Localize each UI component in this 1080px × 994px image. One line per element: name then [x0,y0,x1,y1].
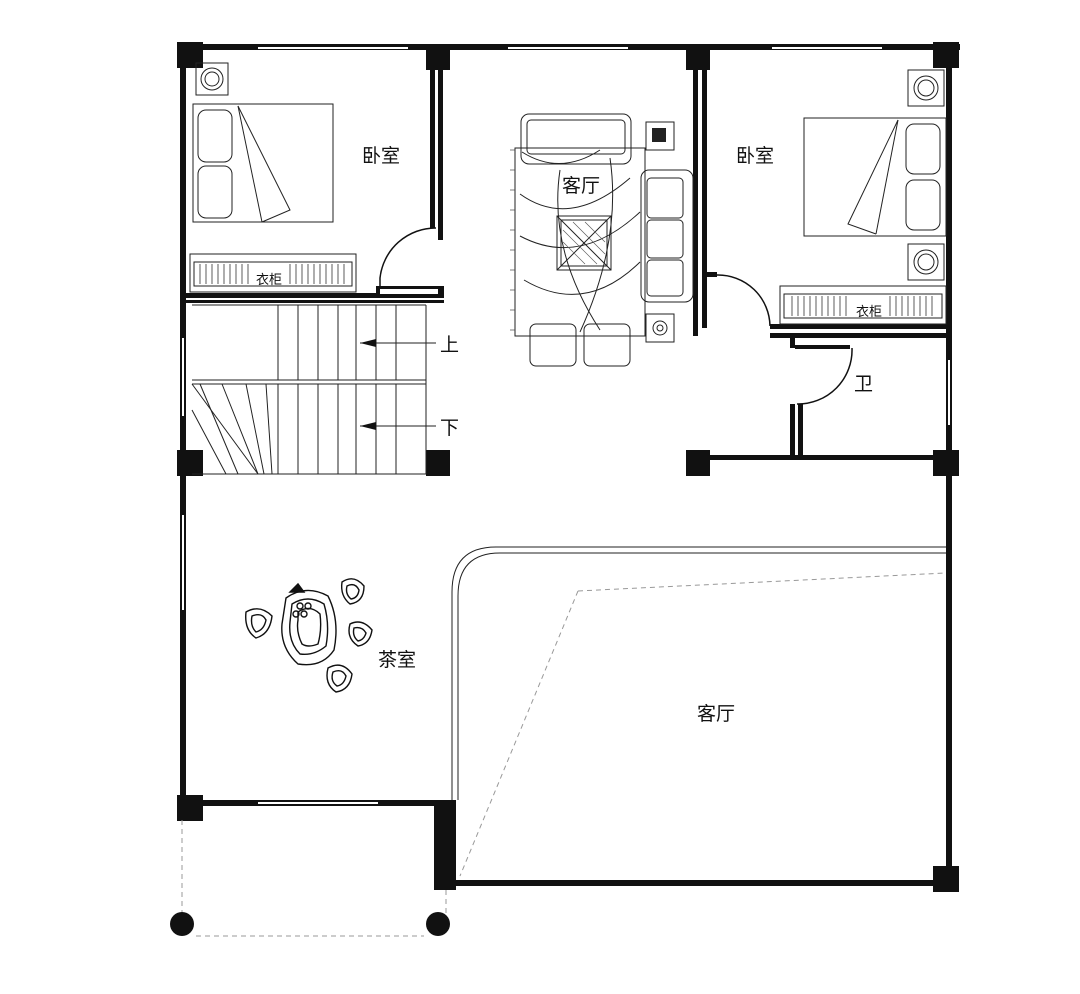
outer-walls [180,44,960,890]
label-bedroom-left: 卧室 [362,145,400,167]
label-bathroom: 卫 [854,373,873,395]
left-bedroom: 卧室 衣柜 [189,62,400,293]
label-tea-room: 茶室 [378,649,416,671]
balcony [170,820,450,937]
label-bedroom-right: 卧室 [736,145,774,167]
label-wardrobe-left: 衣柜 [256,272,282,288]
right-bedroom: 卧室 衣柜 [736,69,947,325]
label-stair-up: 上 [440,334,459,356]
rock-garden [245,578,373,693]
living-main-void: 客厅 [451,546,947,877]
interior-walls [186,60,952,460]
label-living-main: 客厅 [697,703,735,725]
label-stair-down: 下 [440,417,459,439]
label-living-top: 客厅 [562,175,600,197]
label-wardrobe-right: 衣柜 [856,304,882,320]
columns [177,42,959,892]
tea-room: 茶室 [245,578,416,693]
doors [379,227,853,405]
living-top-furniture: 客厅 [510,113,694,367]
staircase: 上 下 [191,304,459,475]
